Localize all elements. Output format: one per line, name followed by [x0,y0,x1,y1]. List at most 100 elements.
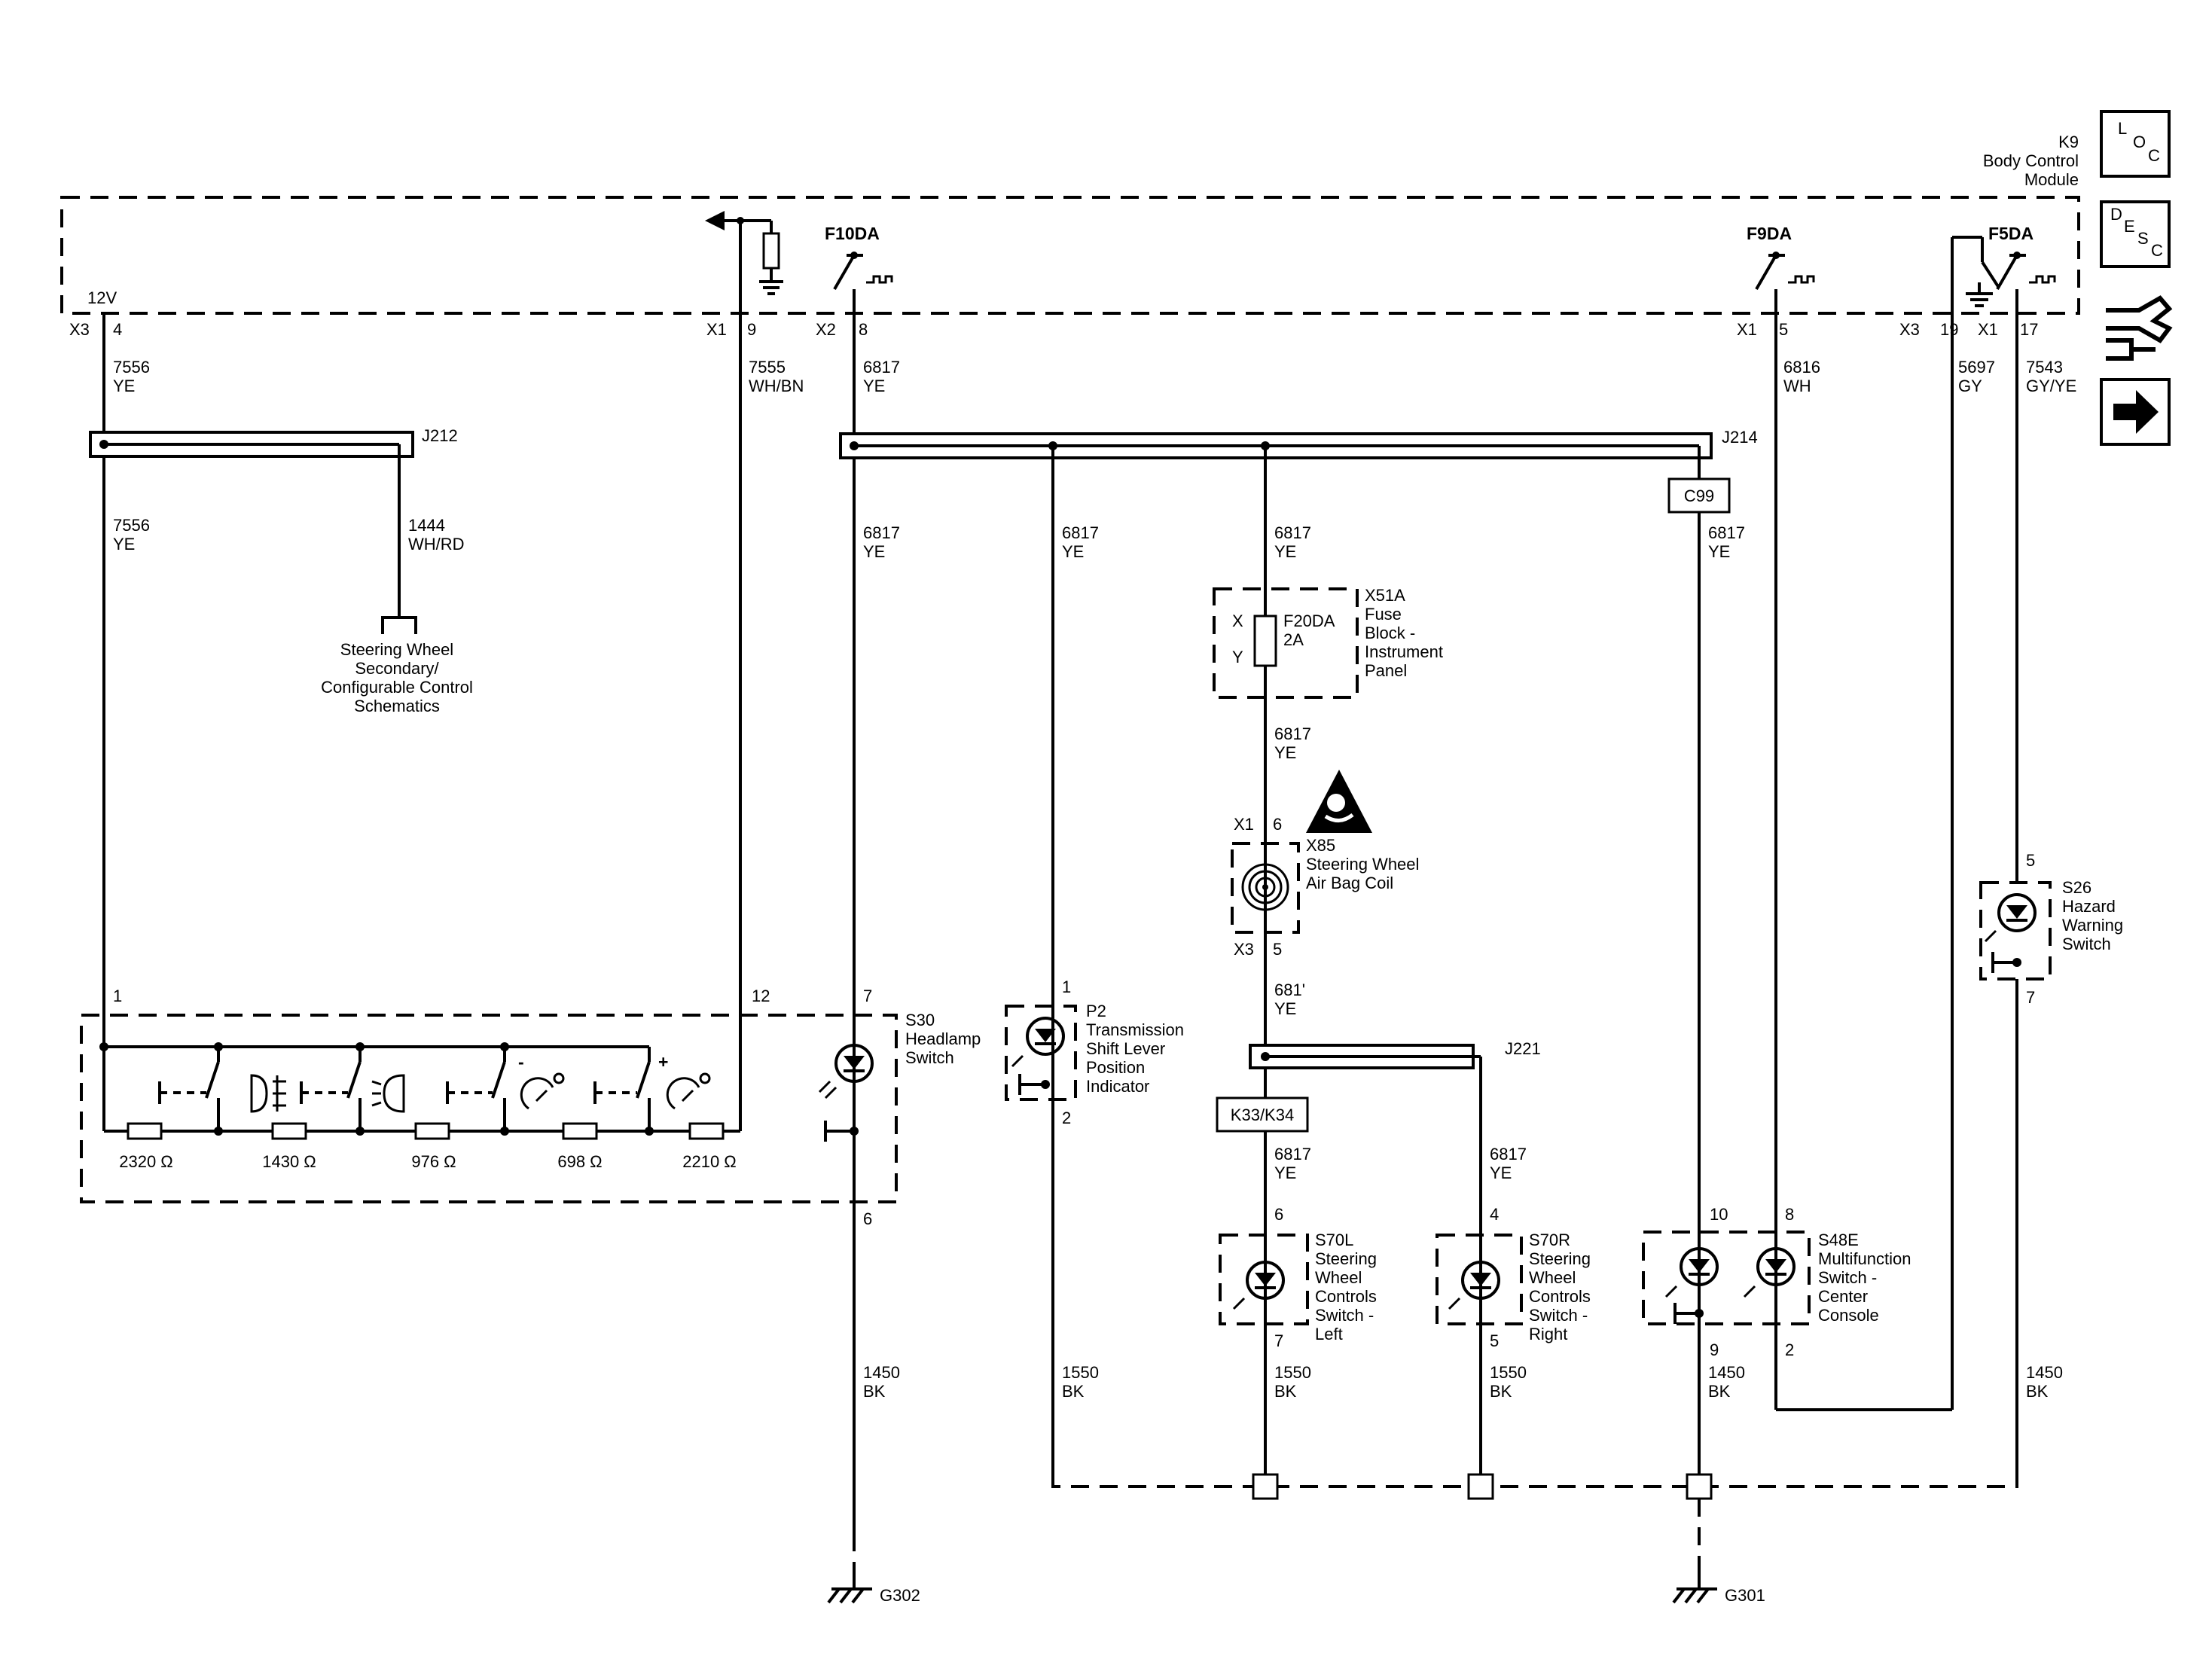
switch-icon [833,254,856,291]
led-icon [1448,1261,1500,1310]
resistor-value: 1430 Ω [262,1152,316,1171]
ground-wiring: 1450 BK 1550 BK 1550 BK 1550 BK 1450 BK … [827,1363,2063,1605]
s70l-outline [1219,1234,1309,1325]
pin-conn-x1-5: X1 [1737,320,1757,339]
resistor-2 [271,1122,307,1140]
steering-controls-switch-left-s70l: 6 7 S70L Steering Wheel Controls Switch … [1219,1205,1377,1350]
svg-text:Fuse: Fuse [1365,605,1402,624]
svg-text:Steering Wheel: Steering Wheel [1306,855,1419,874]
svg-text:Controls: Controls [1315,1287,1377,1306]
pullup-resistor [762,232,780,270]
fuse-rating: 2A [1283,630,1304,649]
pin-conn-x1-9: X1 [706,320,727,339]
wire-color: YE [1274,999,1296,1018]
upper-wiring: 7556 YE 7555 WH/BN 6817 YE 6816 WH 5697 … [102,221,2076,1541]
ground-g301: G301 [1672,1574,1765,1605]
wire-label: 1450 [863,1363,900,1382]
svg-text:Steering: Steering [1529,1249,1591,1268]
led-icon [1743,1247,1796,1298]
wire-label: 6817 [1274,523,1311,542]
multifunction-switch-s48e: 10 8 9 2 S48E Multifunction Switch - Cen… [1642,1205,1911,1359]
inline-connector-k33 [1216,1096,1309,1133]
fog-lamp-icon [250,1074,286,1113]
next-button[interactable] [2100,378,2171,446]
wire-color: BK [1062,1382,1085,1401]
svg-text:Multifunction: Multifunction [1818,1249,1911,1268]
resistor-value: 976 Ω [411,1152,456,1171]
pin-conn-x3-4: X3 [69,320,90,339]
ground-terminal [1252,1473,1279,1500]
wire-color: YE [1708,542,1730,561]
svg-text:Warning: Warning [2062,916,2123,935]
dimmer-up-icon [666,1072,711,1110]
wire-label: 6817 [863,523,900,542]
svg-text:Y: Y [1232,648,1243,666]
p2-outline [1005,1005,1077,1101]
svg-text:Panel: Panel [1365,661,1407,680]
wire-label: 7555 [749,358,786,377]
fuse-block-outline [1213,587,1359,699]
pin-num-x1-17: 17 [2020,320,2038,339]
switch-icon [1755,254,1777,291]
coil-icon [1241,863,1289,911]
wire-label: 681' [1274,980,1305,999]
connector-button[interactable] [2106,295,2173,361]
switch-icon [1996,254,2018,291]
wire-label: 1444 [408,516,445,535]
splice-j212: J212 7556 YE 1444 WH/RD Steering Wheel S… [89,426,473,715]
pin-num-x3-4: 4 [113,320,122,339]
bcm-supply-label: 12V [87,288,117,307]
wire-label: 6817 [1490,1145,1527,1163]
pin-conn-x1-17: X1 [1978,320,1998,339]
loc-button[interactable]: L O C [2100,110,2171,178]
wire-label: 7556 [113,516,150,535]
pin-conn-x3-19: X3 [1899,320,1920,339]
s70r-outline [1436,1234,1523,1325]
steering-wheel-schematics-reference[interactable]: Steering Wheel Secondary/ Configurable C… [321,640,473,715]
resistor-value: 698 Ω [557,1152,602,1171]
wire-label: 7556 [113,358,150,377]
desc-button[interactable]: D E S C [2100,200,2171,268]
svg-text:2: 2 [1785,1340,1794,1359]
wire-color: BK [2026,1382,2049,1401]
wire-color: YE [1062,542,1084,561]
svg-text:5: 5 [1273,940,1282,959]
fuse-icon [1253,615,1277,667]
driver-f9da-label: F9DA [1747,224,1792,243]
led-icon [1232,1261,1285,1310]
wire-color: WH/RD [408,535,465,554]
svg-text:Console: Console [1818,1306,1879,1325]
wire-label: 6817 [1062,523,1099,542]
svg-text:Switch: Switch [905,1048,954,1067]
wire-label: 6817 [1708,523,1745,542]
splice-j221: J221 K33/K34 6817 YE 6817 YE [1216,1039,1541,1476]
svg-text:Shift Lever: Shift Lever [1086,1039,1165,1058]
splice-label: J214 [1722,428,1758,447]
resistor-value: 2210 Ω [682,1152,737,1171]
dimmer-down-icon [520,1072,565,1110]
driver-f5da-label: F5DA [1988,224,2034,243]
airbag-coil-outline [1231,842,1300,934]
driver-f10da: F10DA [825,224,893,291]
wire-color: BK [1490,1382,1512,1401]
wire-label: 6817 [1274,724,1311,743]
wire-label: 1550 [1490,1363,1527,1382]
headlamp-switch-outline [80,1014,898,1203]
wire-color: BK [863,1382,886,1401]
bcm-dashed-outline [60,196,2080,315]
ground-terminal [1467,1473,1494,1500]
wire-label: 5697 [1958,358,1995,377]
svg-text:4: 4 [1490,1205,1499,1224]
svg-text:X: X [1232,611,1243,630]
svg-text:6: 6 [1274,1205,1283,1224]
inline-connector-label: C99 [1684,486,1714,505]
svg-text:9: 9 [1710,1340,1719,1359]
arrow-right-icon [2113,390,2159,434]
svg-text:L: L [2118,119,2127,138]
wire-label: 1450 [2026,1363,2063,1382]
wire-color: GY/YE [2026,377,2076,395]
wire-color: YE [863,542,885,561]
svg-text:7: 7 [1274,1331,1283,1350]
airbag-coil-x85: X1 6 X85 Steering Wheel Air Bag Coil X3 … [1231,770,1419,959]
svg-text:Center: Center [1818,1287,1868,1306]
